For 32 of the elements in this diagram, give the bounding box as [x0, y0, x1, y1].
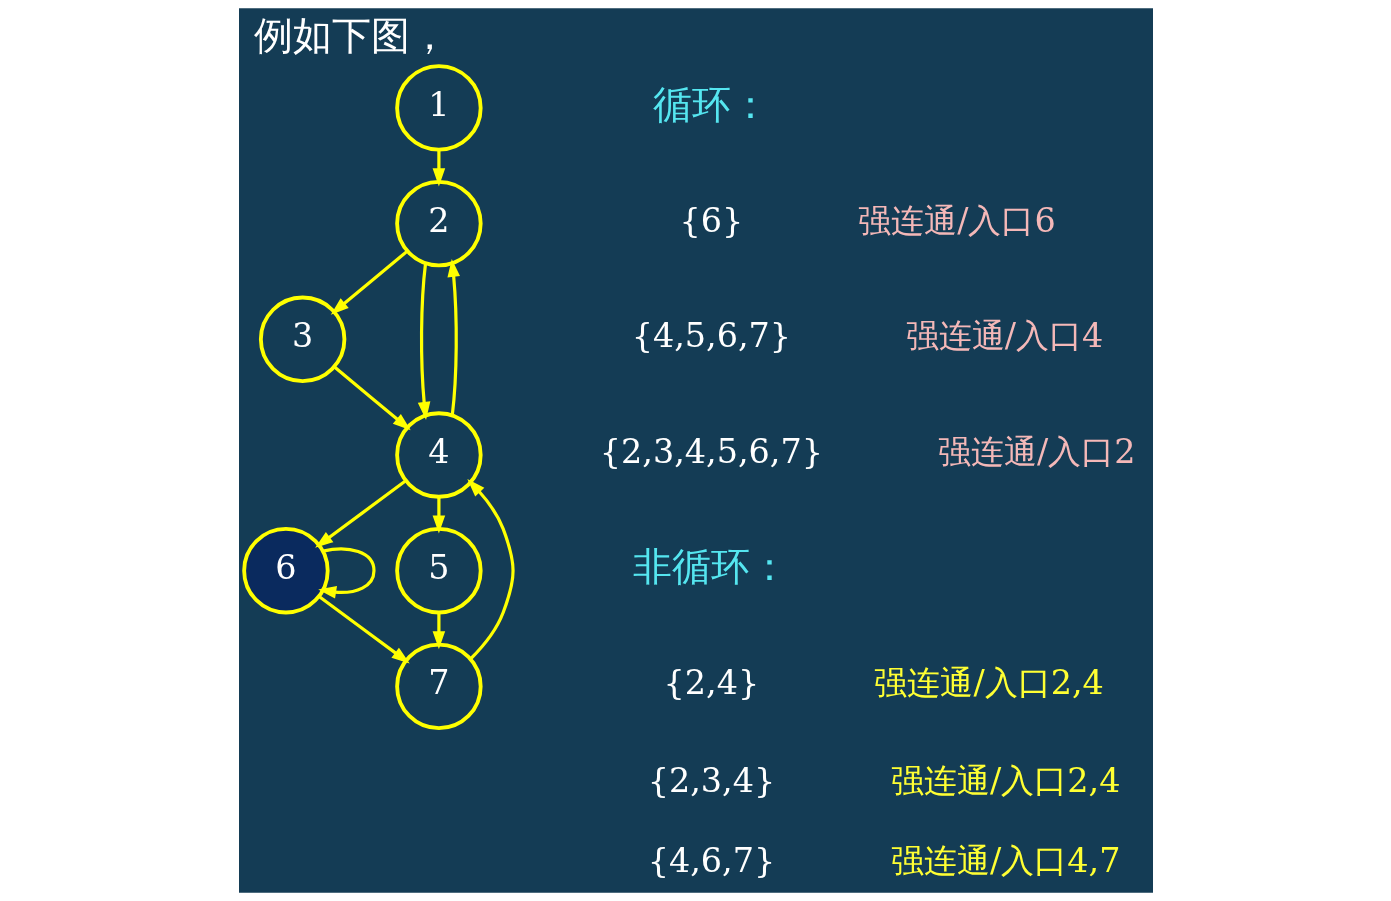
label: {2,4} [663, 663, 759, 703]
label: {2,3,4,5,6,7} [599, 432, 823, 472]
label: 强连通/入口4,7 [890, 840, 1120, 880]
node-circle: 2 [394, 179, 483, 268]
arrow [432, 612, 445, 650]
arrow [432, 497, 445, 534]
node-circle: 3 [258, 295, 346, 383]
arrow [417, 263, 430, 420]
label: {4,5,6,7} [631, 316, 791, 356]
label: 强连通/入口4 [905, 316, 1103, 356]
label: 强连通/入口2,4 [890, 761, 1120, 801]
node-circle: 5 [394, 527, 483, 615]
arrow [317, 595, 410, 664]
node-circle: 7 [394, 642, 483, 731]
label: 强连通/入口2,4 [873, 663, 1104, 703]
label: 强连通/入口2 [937, 432, 1135, 472]
arrow [332, 365, 411, 431]
label: {6} [679, 200, 743, 240]
diagram-title: 例如下图， [253, 13, 449, 59]
arrow [466, 479, 515, 660]
arrow [314, 479, 407, 548]
label: 非循环： [632, 544, 789, 590]
label: {2,3,4} [647, 761, 775, 801]
node-circle: 1 [394, 64, 483, 152]
label: {4,6,7} [647, 840, 775, 880]
label: 强连通/入口6 [857, 200, 1056, 240]
arrow [317, 547, 376, 599]
arrow [446, 258, 460, 416]
arrow [330, 249, 408, 315]
arrow [432, 150, 445, 187]
node-circle: 6 [241, 527, 330, 615]
label: 循环： [652, 81, 770, 127]
